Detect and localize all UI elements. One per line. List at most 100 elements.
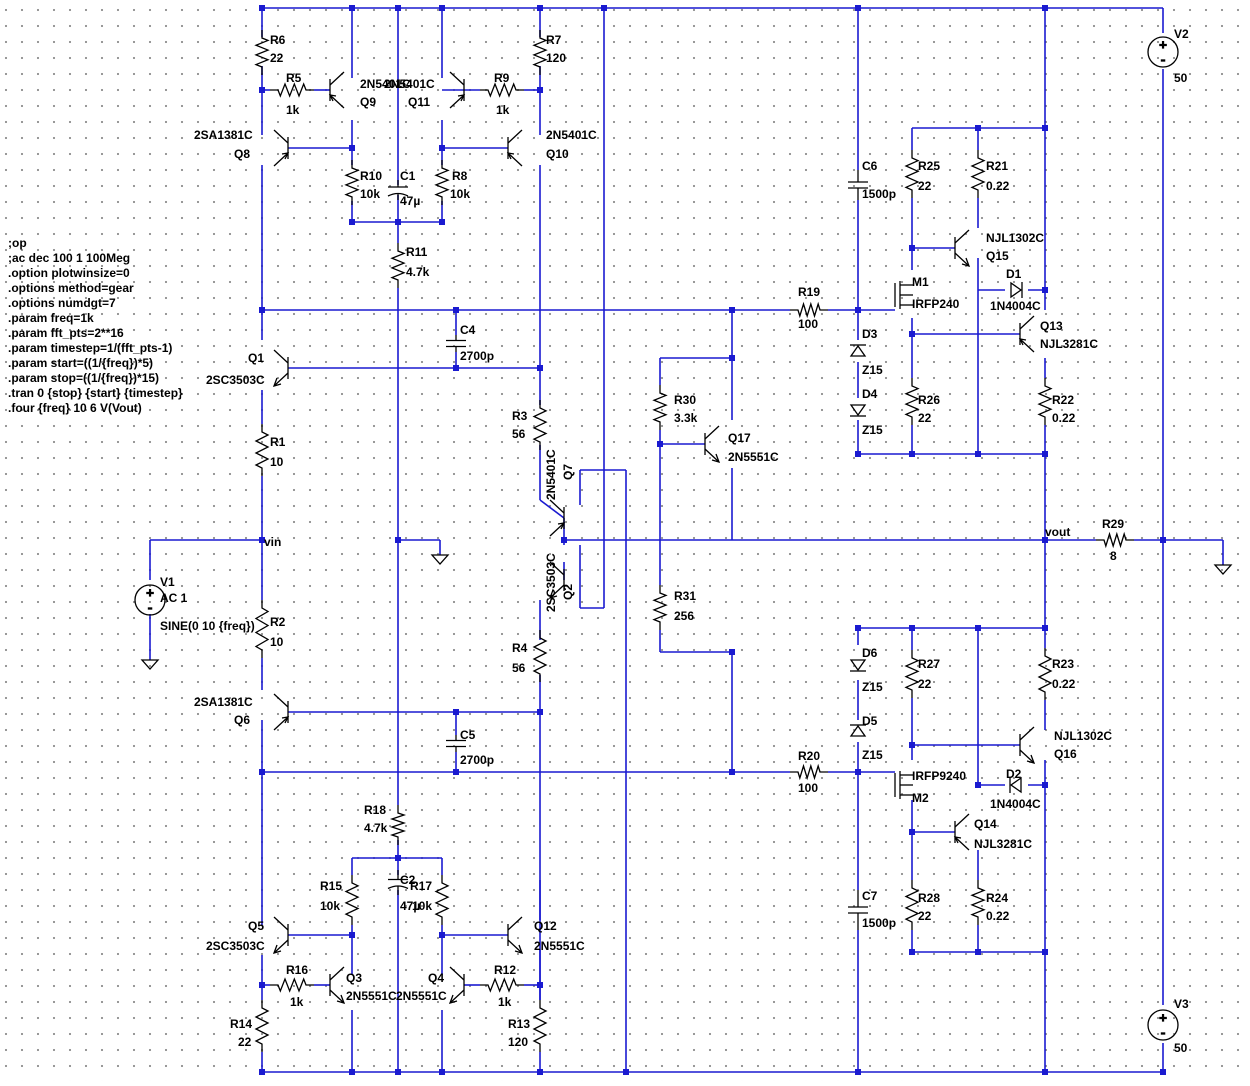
r17-resistor[interactable] — [434, 875, 450, 925]
r16-resistor[interactable] — [270, 977, 314, 993]
r16-name-label: R16 — [286, 963, 308, 977]
r23-resistor[interactable] — [1037, 648, 1053, 700]
spice-directive[interactable]: .tran 0 {stop} {start} {timestep} — [8, 386, 183, 400]
spice-directive[interactable]: .param fft_pts=2**16 — [8, 326, 124, 340]
spice-directive[interactable]: .four {freq} 10 6 V(Vout) — [8, 401, 142, 415]
v2-name-label: V2 — [1174, 27, 1189, 41]
r3-name-label: R3 — [512, 409, 528, 423]
q13-transistor[interactable] — [1018, 315, 1035, 353]
q1-transistor[interactable] — [272, 349, 289, 387]
q17-transistor[interactable] — [704, 425, 721, 463]
spice-directive[interactable]: .param start=((1/{freq})*5) — [8, 356, 154, 370]
spice-directive[interactable]: .options numdgt=7 — [8, 296, 116, 310]
r9-resistor[interactable] — [480, 82, 524, 98]
d3-name-label: D3 — [862, 327, 878, 341]
c4-capacitor[interactable] — [446, 335, 466, 352]
r5-resistor[interactable] — [270, 82, 314, 98]
r20-resistor[interactable] — [790, 763, 828, 781]
r27-resistor[interactable] — [904, 650, 920, 698]
r19-name-label: R19 — [798, 285, 820, 299]
ground-symbol-3[interactable] — [1213, 564, 1233, 575]
spice-directive[interactable]: .options method=gear — [8, 281, 134, 295]
r14-resistor[interactable] — [254, 1000, 270, 1052]
q12-transistor[interactable] — [507, 916, 524, 954]
r18-resistor[interactable] — [389, 805, 407, 845]
v1-voltage-source[interactable]: +- — [134, 584, 166, 616]
spice-directive[interactable]: ;op — [8, 236, 27, 250]
m2-mosfet[interactable] — [894, 771, 913, 799]
r10-value-label: 10k — [360, 187, 380, 201]
v3-voltage-source[interactable]: +- — [1147, 1009, 1179, 1041]
r21-resistor[interactable] — [970, 150, 986, 198]
d6-diode[interactable] — [849, 659, 867, 672]
r11-resistor[interactable] — [390, 243, 406, 288]
c7-capacitor[interactable] — [848, 890, 868, 930]
spice-directive[interactable]: .param timestep=1/(fft_pts-1) — [8, 341, 173, 355]
spice-directive[interactable]: .param freq=1k — [8, 311, 94, 325]
q2-transistor[interactable] — [548, 561, 565, 599]
r29-resistor[interactable] — [1096, 531, 1134, 549]
q5-value-label: 2SC3503C — [206, 939, 265, 953]
r4-resistor[interactable] — [532, 630, 548, 682]
q9-transistor[interactable] — [328, 71, 345, 109]
r22-name-label: R22 — [1052, 393, 1074, 407]
c2-capacitor[interactable] — [387, 870, 409, 895]
q5-transistor[interactable] — [272, 916, 289, 954]
spice-directive[interactable]: .param stop=((1/{freq})*15) — [8, 371, 160, 385]
c6-capacitor[interactable] — [848, 170, 868, 200]
spice-directive[interactable]: ;ac dec 100 1 100Meg — [8, 251, 131, 265]
q3-transistor[interactable] — [329, 966, 346, 1004]
r30-resistor[interactable] — [652, 385, 668, 430]
q7-transistor[interactable] — [549, 499, 566, 537]
r12-resistor[interactable] — [480, 977, 524, 993]
r15-name-label: R15 — [320, 879, 342, 893]
ground-symbol-1[interactable] — [430, 554, 450, 565]
d4-diode[interactable] — [849, 404, 867, 417]
d3-diode[interactable] — [849, 344, 867, 357]
r31-value-label: 256 — [674, 609, 694, 623]
c1-capacitor[interactable] — [387, 180, 409, 200]
r20-name-label: R20 — [798, 749, 820, 763]
spice-directive[interactable]: .option plotwinsize=0 — [8, 266, 130, 280]
d5-diode[interactable] — [849, 724, 867, 737]
m1-mosfet[interactable] — [894, 281, 913, 309]
r31-resistor[interactable] — [652, 585, 668, 630]
r19-resistor[interactable] — [790, 301, 828, 319]
q4-transistor[interactable] — [448, 966, 465, 1004]
d1-diode[interactable] — [1010, 281, 1023, 299]
r24-resistor[interactable] — [970, 880, 986, 925]
q16-transistor[interactable] — [1019, 726, 1036, 764]
c5-value-label: 2700p — [460, 753, 494, 767]
r15-resistor[interactable] — [344, 875, 360, 925]
q10-transistor[interactable] — [506, 129, 523, 167]
r3-resistor[interactable] — [532, 400, 548, 450]
c4-value-label: 2700p — [460, 349, 494, 363]
r18-name-label: R18 — [364, 803, 386, 817]
r28-resistor[interactable] — [904, 880, 920, 930]
v2-voltage-source[interactable]: +- — [1147, 36, 1179, 68]
ground-symbol-2[interactable] — [140, 659, 160, 670]
r7-resistor[interactable] — [532, 30, 548, 75]
r22-resistor[interactable] — [1037, 378, 1053, 425]
r2-resistor[interactable] — [254, 600, 270, 658]
q6-transistor[interactable] — [273, 693, 290, 731]
d4-name-label: D4 — [862, 387, 878, 401]
q15-transistor[interactable] — [954, 229, 971, 267]
r26-resistor[interactable] — [904, 378, 920, 425]
r6-resistor[interactable] — [254, 30, 270, 75]
spice-directives: ;op;ac dec 100 1 100Meg.option plotwinsi… — [8, 236, 183, 416]
q5-name-label: Q5 — [248, 919, 264, 933]
d2-diode[interactable] — [1009, 776, 1022, 794]
q14-transistor[interactable] — [953, 813, 970, 851]
q8-transistor[interactable] — [273, 129, 290, 167]
r10-resistor[interactable] — [344, 160, 360, 205]
m2-value-label: IRFP9240 — [912, 769, 966, 783]
r1-resistor[interactable] — [254, 424, 270, 476]
r25-resistor[interactable] — [904, 150, 920, 198]
r8-resistor[interactable] — [434, 160, 450, 205]
q11-transistor[interactable] — [449, 71, 466, 109]
r13-resistor[interactable] — [532, 1000, 548, 1052]
c5-capacitor[interactable] — [446, 735, 466, 752]
